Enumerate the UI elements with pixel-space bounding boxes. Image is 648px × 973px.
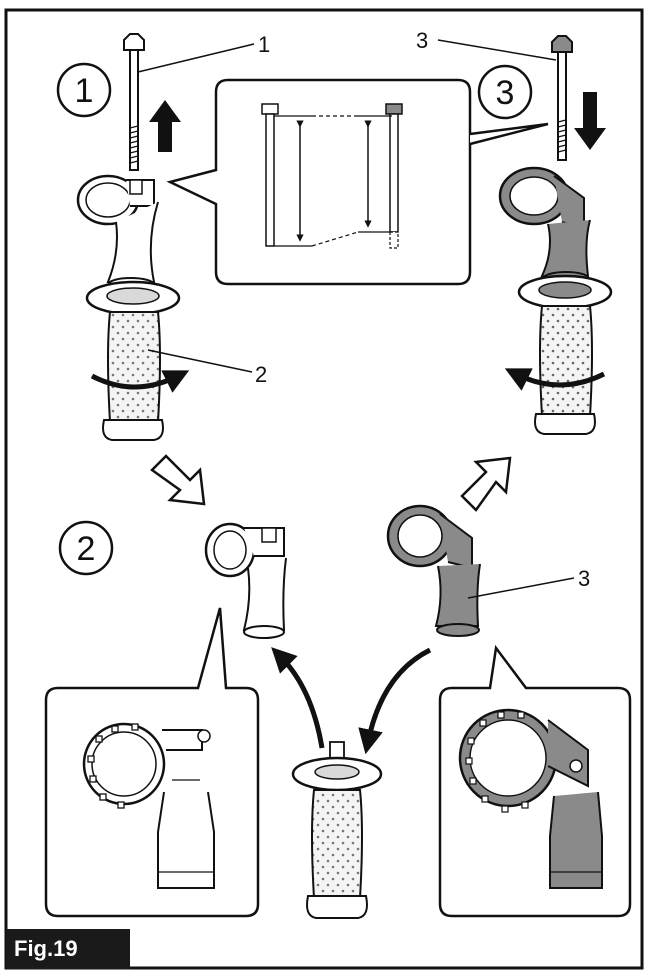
- grip-handle-right: [517, 274, 613, 435]
- short-bolt: [261, 103, 279, 247]
- leader-line-3-mid: [467, 577, 575, 599]
- step1-number: 1: [75, 72, 94, 110]
- step3-circle: [477, 64, 533, 120]
- step3-group: 3 3: [416, 28, 613, 435]
- bolt-comparison-inset: [166, 78, 549, 286]
- arrow-up-icon: [149, 100, 181, 152]
- leader-line-3-top: [437, 39, 557, 61]
- curved-arrow-from-dark-clamp-icon: [358, 647, 432, 755]
- callout-3-mid: 3: [578, 566, 590, 591]
- step1-circle: [56, 62, 112, 118]
- rotate-arrow-left-icon: [90, 370, 190, 393]
- arrow-down-icon: [574, 92, 606, 150]
- callout-3-top: 3: [416, 28, 428, 53]
- clamp-dark-mid: [386, 504, 481, 637]
- hollow-arrow-up-right-icon: [460, 456, 512, 512]
- step2-number: 2: [77, 530, 96, 568]
- callout-2: 2: [255, 362, 267, 387]
- step1-group: 1 1: [56, 32, 270, 441]
- clamp-light-mid: [204, 522, 287, 639]
- grip-handle-bare: [291, 741, 383, 919]
- curved-arrow-to-light-clamp-icon: [271, 647, 325, 749]
- clamp-light-detail-inset: [44, 607, 260, 918]
- bolt-left: [123, 33, 145, 171]
- bolt-right: [551, 35, 573, 161]
- callout-1: 1: [258, 32, 270, 57]
- grip-handle-left: [85, 280, 181, 441]
- clamp-dark-detail-inset: [438, 644, 632, 918]
- long-bolt: [385, 103, 403, 249]
- leader-line-1: [137, 43, 255, 73]
- leader-line-2: [147, 349, 253, 373]
- step2-group: 2 3: [58, 504, 590, 919]
- step2-circle: [58, 520, 114, 576]
- step3-number: 3: [496, 74, 515, 112]
- figure-label: Fig.19: [6, 929, 130, 969]
- rotate-arrow-right-icon: [504, 368, 606, 391]
- hollow-arrow-down-right-icon: [150, 454, 206, 506]
